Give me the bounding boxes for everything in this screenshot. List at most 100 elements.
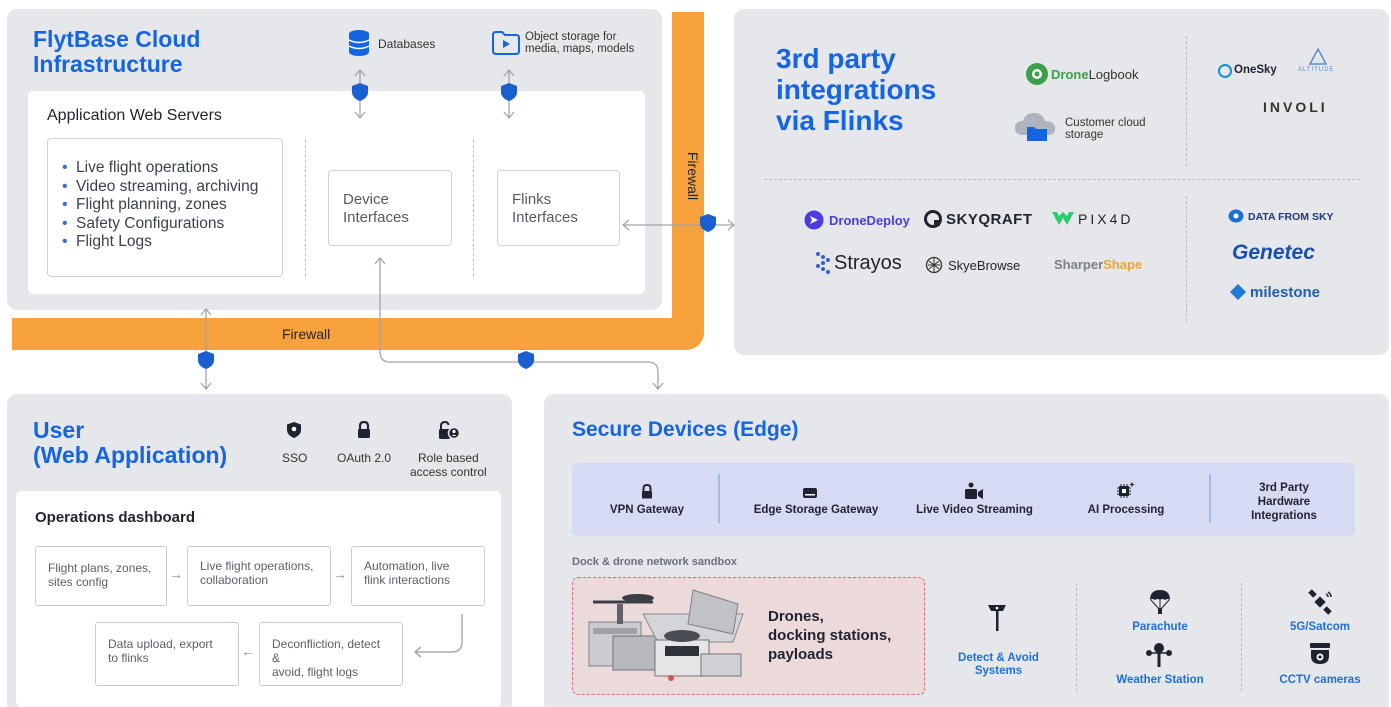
sso-shield-icon — [286, 421, 302, 444]
folder-play-icon — [492, 31, 520, 60]
third-party-line1: 3rd Party — [1259, 482, 1309, 494]
flow-step-plans-line2: sites config — [48, 575, 109, 589]
cloud-title-line2: Infrastructure — [33, 51, 183, 78]
feature-item: Live flight operations — [62, 159, 258, 178]
drone-dock-illustration — [583, 584, 748, 693]
sharpershape-logo-b: Shape — [1103, 257, 1143, 272]
flinks-interfaces-box: Flinks Interfaces — [497, 170, 620, 246]
dronelogbook-logo-a: Drone — [1051, 67, 1089, 82]
flow-step-plans-line1: Flight plans, zones, — [48, 561, 152, 575]
drones-line3: payloads — [768, 646, 834, 663]
firewall-band-vertical — [672, 12, 704, 350]
integrations-title-line1: 3rd party — [776, 43, 896, 74]
third-party-hardware-label: 3rd Party Hardware Integrations — [1230, 481, 1338, 523]
user-title-line2: (Web Application) — [33, 442, 228, 469]
dronelogbook-logo-b: Logbook — [1088, 67, 1139, 82]
divider — [1186, 196, 1187, 322]
cctv-camera-icon — [1309, 642, 1331, 671]
flow-step-plans: Flight plans, zones, sites config — [35, 546, 167, 606]
flow-step-live-ops-line1: Live flight operations, — [200, 559, 314, 573]
divider — [473, 140, 474, 276]
edge-storage-icon — [802, 486, 818, 504]
flow-step-data-upload: Data upload, export to flinks — [95, 622, 239, 686]
integrations-title: 3rd party integrations via Flinks — [776, 43, 936, 136]
drones-line1: Drones, — [768, 608, 824, 625]
drones-line2: docking stations, — [768, 627, 892, 644]
horizontal-divider — [764, 179, 1360, 180]
user-title-line1: User — [33, 417, 85, 443]
flow-step-deconfliction-line2: avoid, flight logs — [272, 665, 359, 679]
customer-cloud-line1: Customer cloud — [1065, 117, 1146, 129]
integrations-title-line3: via Flinks — [776, 105, 904, 136]
dronedeploy-logo-icon — [804, 210, 824, 235]
data-from-sky-logo: DATA FROM SKY — [1248, 211, 1334, 223]
edge-capabilities-bar — [572, 463, 1355, 536]
genetec-logo: Genetec — [1232, 241, 1315, 264]
dronelogbook-logo: DroneLogbook — [1051, 67, 1138, 82]
role-lock-icon — [438, 420, 461, 446]
flow-step-live-ops-line2: collaboration — [200, 573, 269, 587]
milestone-logo: milestone — [1250, 284, 1321, 301]
flow-step-automation-line2: flink interactions — [364, 573, 451, 587]
onesky-logo: OneSky — [1234, 64, 1277, 76]
device-interfaces-line1: Device — [343, 191, 389, 208]
operations-dashboard-title: Operations dashboard — [35, 509, 196, 526]
object-storage-label: Object storage for media, maps, models — [525, 31, 634, 55]
detect-avoid-label: Detect & Avoid Systems — [950, 652, 1047, 678]
satcom-label: 5G/Satcom — [1289, 621, 1351, 633]
detect-avoid-icon — [986, 602, 1008, 637]
cloud-title-line1: FlytBase Cloud — [33, 26, 201, 52]
oauth-lock-icon — [357, 420, 371, 444]
milestone-logo-icon — [1229, 283, 1247, 306]
vpn-gateway-label: VPN Gateway — [609, 504, 685, 516]
vpn-lock-icon — [641, 483, 653, 504]
pix4d-logo-icon — [1052, 212, 1074, 231]
third-party-line2: Hardware — [1257, 496, 1311, 508]
divider — [1076, 583, 1077, 691]
flow-step-deconfliction-line1: Deconfliction, detect & — [272, 637, 381, 665]
dronedeploy-logo: DroneDeploy — [829, 213, 910, 228]
flinks-interfaces-line2: Interfaces — [512, 209, 578, 226]
ai-processing-label: AI Processing — [1087, 504, 1165, 516]
involi-logo: INVOLI — [1263, 99, 1328, 115]
satellite-icon — [1307, 589, 1333, 620]
arrow-left-icon: ← — [241, 643, 255, 659]
integrations-panel — [734, 9, 1389, 355]
detect-avoid-line2: Systems — [974, 665, 1023, 677]
skyqraft-logo: SKYQRAFT — [946, 211, 1033, 228]
feature-item: Flight Logs — [62, 233, 258, 252]
cctv-label: CCTV cameras — [1279, 674, 1361, 686]
arrow-curve-icon — [412, 612, 468, 663]
altitude-logo-icon — [1308, 47, 1328, 71]
skyebrowse-logo: SkyeBrowse — [948, 258, 1021, 273]
bar-divider — [1209, 474, 1211, 523]
features-box: Live flight operations Video streaming, … — [47, 138, 283, 277]
rbac-line2: access control — [410, 465, 487, 479]
customer-cloud-line2: storage — [1065, 129, 1104, 141]
parachute-icon — [1149, 589, 1171, 620]
arrow-right-icon: → — [169, 566, 183, 582]
bar-divider — [718, 474, 720, 523]
divider — [1186, 36, 1187, 166]
divider — [1241, 583, 1242, 691]
database-icon — [348, 29, 370, 62]
oauth-label: OAuth 2.0 — [337, 451, 392, 465]
video-camera-icon — [964, 482, 984, 505]
altitude-logo: ALTITUDE — [1298, 67, 1335, 73]
rbac-line1: Role based — [417, 451, 479, 465]
feature-item: Flight planning, zones — [62, 196, 258, 215]
sharpershape-logo-a: Sharper — [1054, 257, 1104, 272]
detect-avoid-line1: Detect & Avoid — [958, 652, 1039, 664]
flow-step-data-upload-line1: Data upload, export — [108, 637, 213, 651]
divider — [305, 140, 306, 276]
object-storage-line1: Object storage for — [525, 31, 617, 43]
rbac-label: Role based access control — [410, 451, 487, 479]
onesky-logo-icon — [1218, 64, 1232, 83]
parachute-label: Parachute — [1132, 621, 1188, 633]
weather-station-label: Weather Station — [1116, 674, 1204, 686]
flow-step-automation: Automation, live flink interactions — [351, 546, 485, 606]
device-interfaces-line2: Interfaces — [343, 209, 409, 226]
strayos-logo-icon — [815, 251, 831, 280]
app-web-servers-label: Application Web Servers — [47, 107, 222, 124]
